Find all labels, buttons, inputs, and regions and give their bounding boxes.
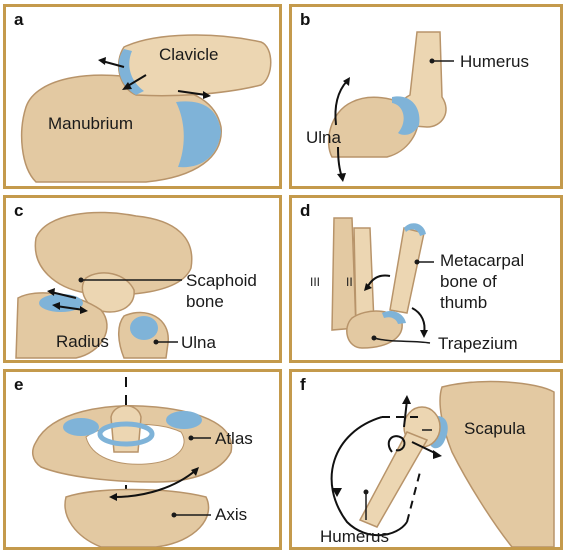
scapula-bone	[440, 382, 554, 547]
label-ulna: Ulna	[306, 127, 341, 148]
label-atlas: Atlas	[215, 428, 253, 449]
panel-a-letter: a	[14, 10, 23, 30]
panel-e-letter: e	[14, 375, 23, 395]
label-manubrium: Manubrium	[48, 113, 133, 134]
label-humerus: Humerus	[320, 526, 389, 547]
panel-c: c Scaphoid bone Radius Ulna	[3, 195, 282, 363]
arrowhead-right	[433, 450, 442, 459]
facet-cartilage-left	[63, 418, 99, 436]
label-scaphoid-line2: bone	[186, 291, 257, 312]
label-metacarpal-line3: thumb	[440, 292, 524, 313]
panel-f-illustration	[292, 372, 560, 547]
label-metacarpal-bone: Metacarpal bone of thumb	[440, 250, 524, 313]
leader-dot-humerus	[364, 490, 369, 495]
panel-f-letter: f	[300, 375, 306, 395]
label-scaphoid-bone: Scaphoid bone	[186, 270, 257, 312]
panel-c-letter: c	[14, 201, 23, 221]
humerus-shaft	[360, 432, 427, 527]
panel-a-illustration	[6, 7, 279, 186]
leader-dot-metacarpal	[415, 260, 420, 265]
label-clavicle: Clavicle	[159, 44, 219, 65]
metacarpal-thumb	[390, 228, 424, 313]
cone-side-dashed	[407, 472, 420, 522]
leader-dot-ulna	[154, 340, 159, 345]
panel-b: b Humerus Ulna	[289, 4, 563, 189]
facet-cartilage-right	[166, 411, 202, 429]
arrowhead-lower	[420, 330, 428, 338]
label-ulna: Ulna	[181, 332, 216, 353]
label-radius: Radius	[56, 331, 109, 352]
panel-f: f Scapula Humerus	[289, 369, 563, 550]
leader-dot-atlas	[189, 436, 194, 441]
panel-d-letter: d	[300, 201, 310, 221]
panel-e: e Atlas Axis	[3, 369, 282, 550]
panel-d: d III II Metacarpal bone of thumb Trapez…	[289, 195, 563, 363]
label-axis: Axis	[215, 504, 247, 525]
label-trapezium: Trapezium	[438, 333, 518, 354]
arrowhead-up	[402, 395, 411, 404]
motion-arc-lower	[412, 308, 425, 333]
leader-dot-axis	[172, 513, 177, 518]
panel-b-illustration	[292, 7, 560, 186]
label-roman-ii: II	[346, 272, 353, 293]
panel-b-letter: b	[300, 10, 310, 30]
axis-body	[65, 490, 209, 548]
arrowhead-left	[98, 57, 106, 65]
label-metacarpal-line2: bone of	[440, 271, 524, 292]
wrist-cartilage-right	[130, 316, 158, 340]
label-scapula: Scapula	[464, 418, 525, 439]
leader-dot-humerus	[430, 59, 435, 64]
label-humerus: Humerus	[460, 51, 529, 72]
leader-dot-trapezium	[372, 336, 377, 341]
label-metacarpal-line1: Metacarpal	[440, 250, 524, 271]
arrowhead-down	[337, 173, 346, 182]
panel-a: a Clavicle Manubrium	[3, 4, 282, 189]
label-roman-iii: III	[310, 272, 320, 293]
label-scaphoid-line1: Scaphoid	[186, 270, 257, 291]
leader-dot-scaphoid	[79, 278, 84, 283]
